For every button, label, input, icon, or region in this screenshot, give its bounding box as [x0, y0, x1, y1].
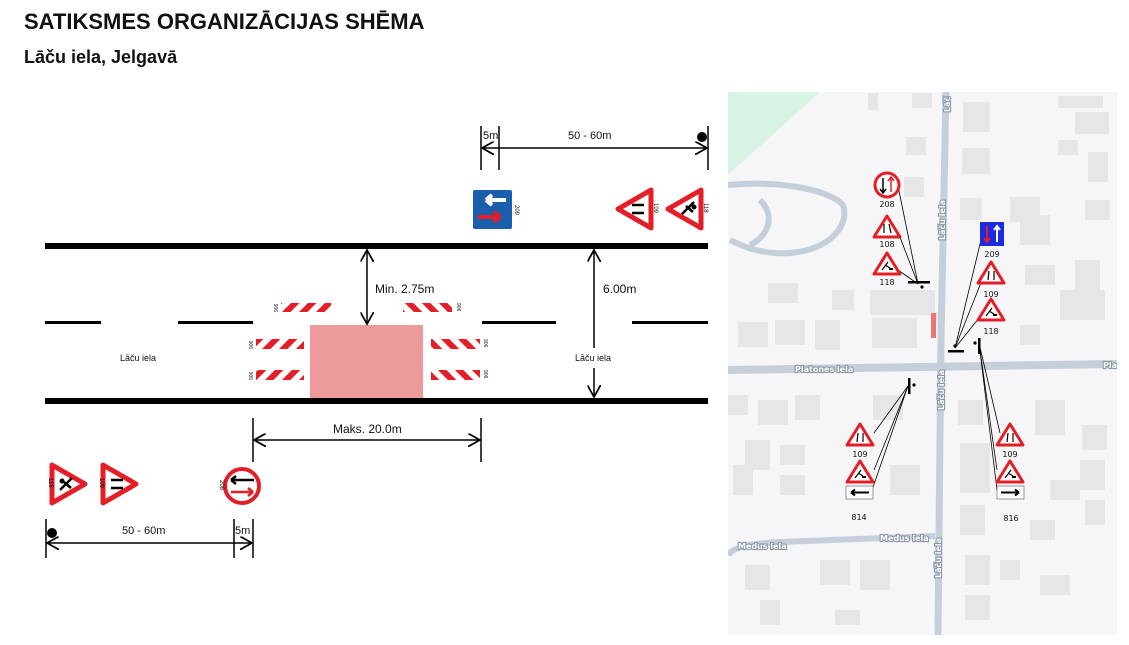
- street-label-platones: Platones iela: [795, 365, 853, 374]
- barriers: 906 906 906 906 906 906: [249, 303, 488, 380]
- street-label-medus-east: Medus iela: [880, 534, 929, 543]
- center-line: [45, 321, 708, 324]
- map-sign-code: 109: [1002, 450, 1017, 459]
- work-zone: [310, 325, 423, 398]
- sign-code: 109: [652, 203, 658, 214]
- start-point-icon: [697, 132, 707, 142]
- sign-109-icon: [615, 187, 654, 231]
- map-sign-118-icon: [976, 297, 1006, 322]
- map-sign-108-icon: [872, 214, 902, 239]
- sign-118-icon: [49, 462, 88, 506]
- barrier: [256, 339, 304, 349]
- map-sign-118-icon: [872, 251, 902, 276]
- top-dimension: [480, 126, 709, 170]
- street-label-lacu-top: Lāč: [942, 97, 952, 112]
- map-sign-code: 118: [983, 327, 998, 336]
- road-edge-top: [45, 243, 708, 249]
- barrier: [281, 303, 331, 312]
- page-title: SATIKSMES ORGANIZĀCIJAS SHĒMA: [24, 9, 425, 34]
- map-sign-109-icon: [976, 260, 1006, 285]
- map-sign-code: 208: [879, 200, 894, 209]
- max-length-dimension: [252, 418, 482, 462]
- sign-109-icon: [100, 462, 139, 506]
- map-sign-118-icon: [845, 459, 875, 484]
- map-sign-814-icon: [845, 485, 874, 500]
- map-sign-code: 209: [984, 250, 999, 259]
- barrier: [256, 370, 304, 380]
- barrier-code: 906: [482, 370, 488, 379]
- road-edge-bottom: [45, 398, 708, 404]
- sign-code: 118: [702, 203, 708, 213]
- barrier: [431, 370, 480, 380]
- street-label-right: Lāču iela: [575, 353, 611, 363]
- map-sign-code: 816: [1003, 514, 1018, 523]
- sign-118-icon: [665, 187, 704, 231]
- barrier-code: 906: [274, 303, 280, 312]
- roads: [728, 92, 1117, 635]
- barrier: [403, 303, 452, 312]
- bottom-dimension: [45, 519, 254, 558]
- barrier-code: 906: [482, 339, 488, 348]
- map-sign-code: 118: [879, 278, 894, 287]
- barrier-code: 906: [249, 340, 255, 349]
- map-sign-code: 108: [879, 240, 894, 249]
- map-sign-208-icon: [873, 171, 901, 199]
- work-zone-marker: [931, 313, 936, 338]
- dim-top-long: 50 - 60m: [568, 130, 611, 142]
- map-sign-code: 109: [852, 450, 867, 459]
- barrier: [431, 339, 480, 349]
- sign-code: 209: [513, 205, 519, 216]
- street-label-left: Lāču iela: [120, 353, 156, 363]
- map-sign-109-icon: [995, 422, 1025, 447]
- dim-top-short: 5m: [483, 130, 498, 142]
- sign-code: 118: [47, 478, 53, 488]
- sign-leader-lines: [871, 185, 1001, 491]
- max-length-label: Maks. 20.0m: [333, 422, 402, 436]
- map-sign-209-icon: [980, 222, 1004, 246]
- map-sign-code: 109: [983, 290, 998, 299]
- sign-posts: [908, 281, 981, 394]
- sign-208-icon: [223, 467, 261, 505]
- dim-bottom-long: 50 - 60m: [122, 525, 165, 537]
- street-label-medus-west: Medus iela: [738, 542, 787, 551]
- min-width-label: Min. 2.75m: [375, 282, 434, 296]
- barrier-code: 906: [249, 371, 255, 380]
- sign-209-icon: [473, 190, 512, 229]
- barrier-code: 906: [455, 303, 461, 312]
- street-label-lacu-north: Lāču iela: [937, 200, 947, 240]
- map-sign-118-icon: [995, 459, 1025, 484]
- street-label-platones-cut: Pla: [1103, 361, 1117, 370]
- map-sign-109-icon: [845, 422, 875, 447]
- dim-bottom-short: 5m: [235, 525, 250, 537]
- street-label-lacu-south: Lāču iela: [933, 538, 943, 578]
- page-subtitle: Lāču iela, Jelgavā: [24, 47, 178, 67]
- start-point-icon: [47, 528, 57, 538]
- sign-code: 208: [218, 480, 224, 491]
- park-area: [728, 92, 820, 175]
- map-sign-code: 814: [851, 513, 866, 522]
- street-label-lacu-mid: Lāču iela: [936, 370, 946, 410]
- road-width-label: 6.00m: [603, 282, 636, 296]
- sign-code: 109: [98, 478, 104, 489]
- map-sign-816-icon: [996, 485, 1025, 500]
